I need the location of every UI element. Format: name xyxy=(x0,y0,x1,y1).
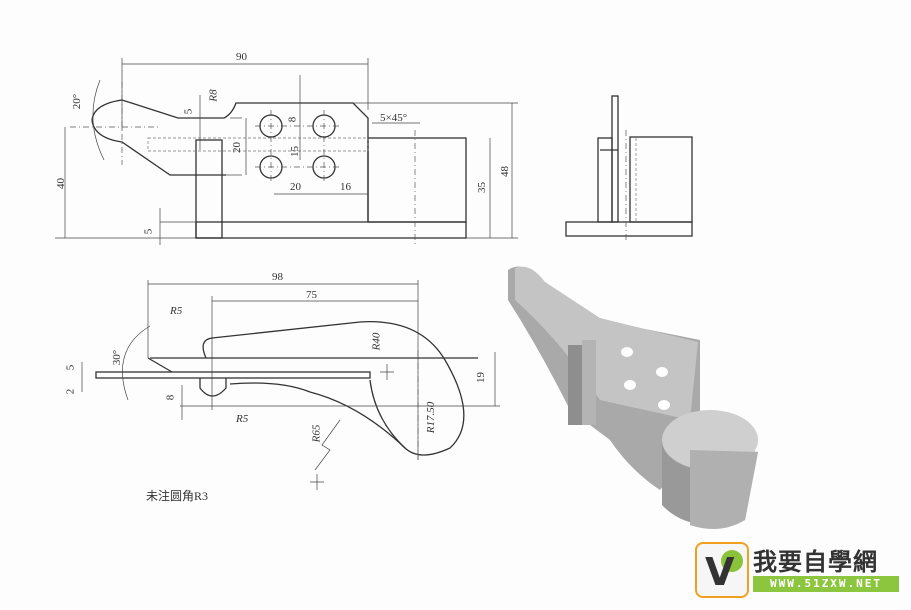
logo-url: WWW.51ZXW.NET xyxy=(753,576,899,592)
dim-90: 90 xyxy=(236,51,247,63)
dim-15: 15 xyxy=(289,146,301,157)
dim-35: 35 xyxy=(476,182,488,193)
dim-8: 8 xyxy=(286,116,299,123)
dim-40: 40 xyxy=(55,178,67,189)
dim-r65: R65 xyxy=(310,424,323,443)
dim-5-bottom: 5 xyxy=(142,228,155,235)
dim-16: 16 xyxy=(340,181,351,193)
dim-8: 8 xyxy=(164,394,177,401)
dim-20-h: 20 xyxy=(290,181,301,193)
dim-chamfer: 5×45° xyxy=(380,112,408,124)
dim-r5-bottom: R5 xyxy=(236,413,249,425)
logo-icon: V xyxy=(695,542,749,598)
dim-19: 19 xyxy=(475,372,487,383)
watermark-logo: V 我要自學網 WWW.51ZXW.NET xyxy=(693,540,903,598)
dim-5-top: 5 xyxy=(182,108,195,115)
top-view xyxy=(81,280,500,490)
dim-75: 75 xyxy=(306,289,317,301)
dim-r17-5: R17.50 xyxy=(425,401,438,434)
dim-48: 48 xyxy=(499,166,511,177)
dim-angle-30: 30° xyxy=(111,349,124,366)
dim-angle-20: 20° xyxy=(71,93,84,110)
dim-20-v: 20 xyxy=(231,142,243,153)
dim-5: 5 xyxy=(64,364,77,371)
dim-r5-top: R5 xyxy=(170,305,183,317)
dim-r40: R40 xyxy=(370,332,383,351)
isometric-render xyxy=(508,266,758,529)
holes xyxy=(255,110,340,183)
dim-2: 2 xyxy=(64,388,77,395)
dim-r8: R8 xyxy=(207,89,220,102)
note-fillet: 未注圆角R3 xyxy=(146,489,209,503)
dim-98: 98 xyxy=(272,271,283,283)
side-view xyxy=(565,95,693,240)
logo-name: 我要自學網 xyxy=(753,548,878,576)
front-view xyxy=(55,58,518,245)
